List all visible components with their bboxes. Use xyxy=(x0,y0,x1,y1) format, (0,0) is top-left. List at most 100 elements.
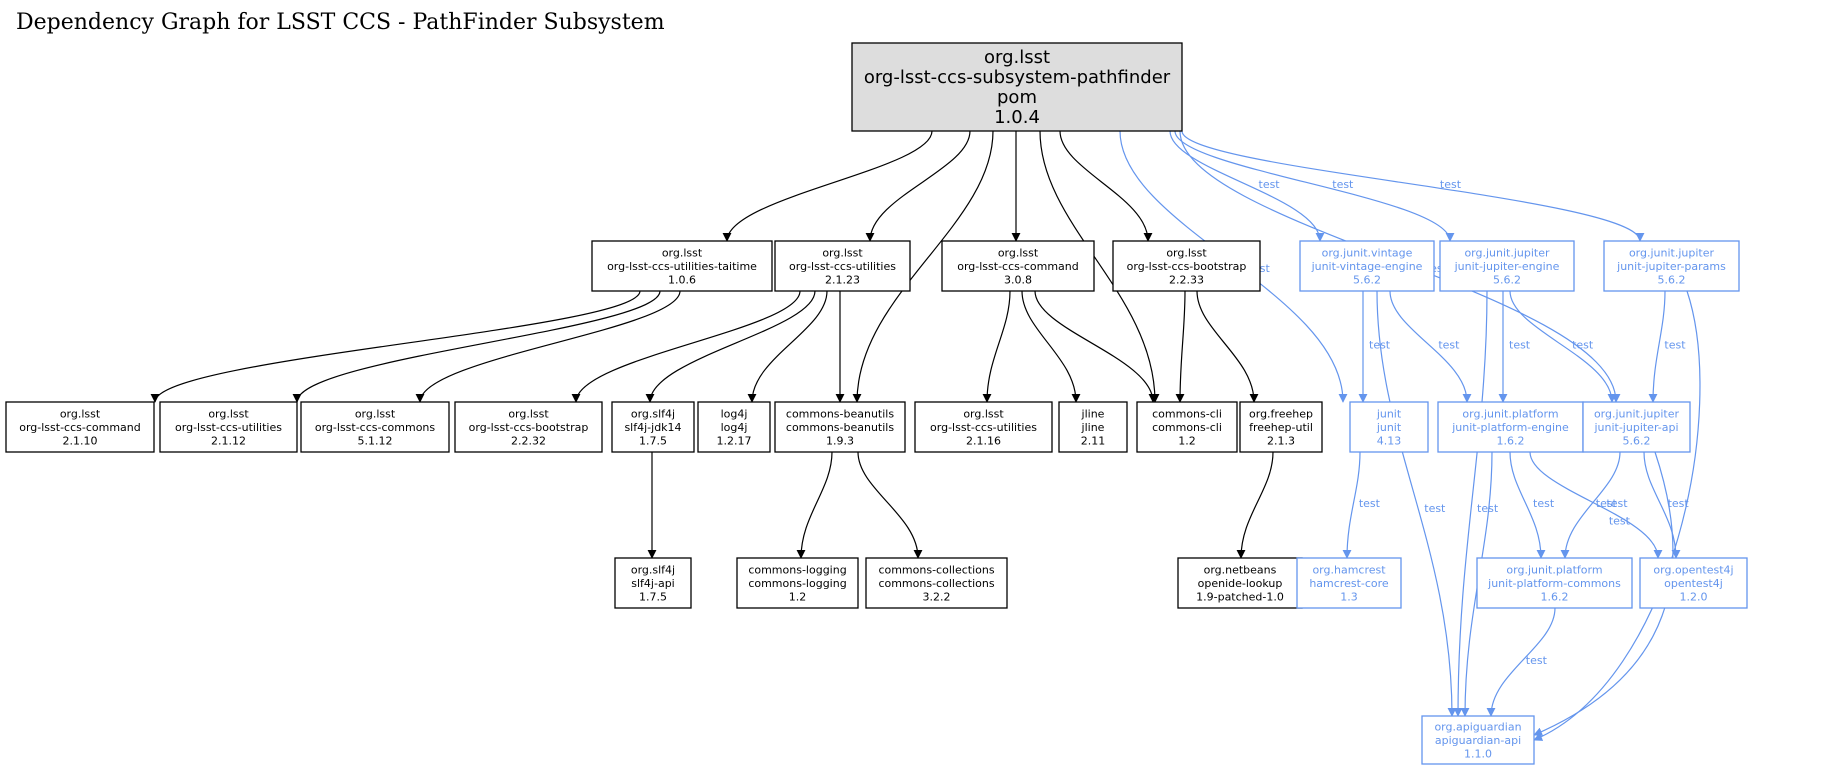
edge-line xyxy=(1529,451,1663,559)
node-label-line: org.opentest4j xyxy=(1653,564,1733,577)
node-label-line: commons-beanutils xyxy=(786,421,894,434)
node-box xyxy=(1476,557,1633,609)
node-platcom[interactable]: org.junit.platformjunit-platform-commons… xyxy=(1476,557,1633,609)
node-label-line: org.lsst xyxy=(984,47,1050,68)
node-label-line: org-lsst-ccs-utilities xyxy=(930,421,1037,434)
node-box xyxy=(865,557,1008,609)
edge-line xyxy=(1039,130,1160,403)
node-label-line: junit-jupiter-engine xyxy=(1454,260,1560,273)
node-label-line: org.lsst xyxy=(662,247,703,260)
node-label-line: 1.7.5 xyxy=(639,435,667,448)
node-label-line: org.slf4j xyxy=(631,408,675,421)
node-label-line: org.junit.jupiter xyxy=(1629,247,1715,260)
node-label-line: jline xyxy=(1081,421,1105,434)
node-box xyxy=(611,401,695,453)
node-label-line: org.slf4j xyxy=(631,564,675,577)
node-label-line: org.junit.jupiter xyxy=(1464,247,1550,260)
edge-root-to-cli xyxy=(1039,130,1160,403)
edge-line xyxy=(747,290,828,403)
edge-beanutils-to-logging xyxy=(796,451,833,559)
node-box xyxy=(1603,240,1740,292)
edge-line xyxy=(865,130,971,242)
node-box xyxy=(300,401,450,453)
node-label-line: junit xyxy=(1376,408,1402,421)
node-label-line: commons-logging xyxy=(748,577,846,590)
node-label-line: 2.2.32 xyxy=(511,435,546,448)
edge-line xyxy=(796,451,833,559)
node-label-line: jline xyxy=(1081,408,1105,421)
edge-line xyxy=(1021,290,1081,403)
node-label-line: junit-vintage-engine xyxy=(1311,260,1423,273)
node-box xyxy=(1112,240,1261,292)
edge-label: test xyxy=(1668,497,1690,510)
node-box xyxy=(5,401,155,453)
node-box xyxy=(614,557,692,609)
edge-cmd308-to-util2116 xyxy=(982,290,1011,403)
node-label-line: log4j xyxy=(721,408,748,421)
node-label-line: org-lsst-ccs-command xyxy=(957,260,1079,273)
edge-root-to-juppar: test xyxy=(1181,130,1645,242)
node-label-line: 2.1.16 xyxy=(966,435,1001,448)
node-label-line: 1.6.2 xyxy=(1497,435,1525,448)
node-vintage[interactable]: org.junit.vintagejunit-vintage-engine5.6… xyxy=(1299,240,1435,292)
node-collections[interactable]: commons-collectionscommons-collections3.… xyxy=(865,557,1008,609)
node-label-line: org-lsst-ccs-bootstrap xyxy=(469,421,589,434)
edge-label: test xyxy=(1572,339,1594,352)
edge-line xyxy=(1342,451,1361,559)
node-openide[interactable]: org.netbeansopenide-lookup1.9-patched-1.… xyxy=(1177,557,1303,609)
node-root[interactable]: org.lsstorg-lsst-ccs-subsystem-pathfinde… xyxy=(851,42,1183,132)
edge-line xyxy=(1376,290,1457,717)
edge-line xyxy=(1059,130,1153,242)
node-label-line: org-lsst-ccs-utilities xyxy=(789,260,896,273)
edge-vintage-to-plateng: test xyxy=(1389,290,1472,403)
edge-label: test xyxy=(1596,497,1618,510)
edge-line xyxy=(1175,290,1186,403)
node-label-line: org.junit.jupiter xyxy=(1594,408,1680,421)
edge-label: test xyxy=(1440,178,1462,191)
edge-label: test xyxy=(1332,178,1354,191)
node-taitime[interactable]: org.lsstorg-lsst-ccs-utilities-taitime1.… xyxy=(591,240,773,292)
edge-boot2233-to-freehep xyxy=(1196,290,1259,403)
node-label-line: commons-cli xyxy=(1152,408,1222,421)
edge-plateng-to-platcom: test xyxy=(1509,451,1555,559)
node-juppar[interactable]: org.junit.jupiterjunit-jupiter-params5.6… xyxy=(1603,240,1740,292)
edge-root-to-jupeng: test xyxy=(1174,130,1455,242)
node-box xyxy=(774,401,906,453)
node-box xyxy=(1439,240,1575,292)
node-label-line: commons-logging xyxy=(748,564,846,577)
node-box xyxy=(591,240,773,292)
edge-line xyxy=(1648,290,1666,403)
node-plateng[interactable]: org.junit.platformjunit-platform-engine1… xyxy=(1437,401,1584,453)
node-label-line: org-lsst-ccs-utilities xyxy=(175,421,282,434)
edge-boot2233-to-cli xyxy=(1175,290,1186,403)
edge-line xyxy=(1196,290,1259,403)
node-label-line: 5.6.2 xyxy=(1623,435,1651,448)
node-label-line: freehep-util xyxy=(1249,421,1313,434)
node-box xyxy=(454,401,603,453)
node-jupeng[interactable]: org.junit.jupiterjunit-jupiter-engine5.6… xyxy=(1439,240,1575,292)
edge-util2123-to-log4j xyxy=(747,290,828,403)
node-label-line: org.lsst xyxy=(355,408,396,421)
node-label-line: pom xyxy=(997,87,1037,108)
